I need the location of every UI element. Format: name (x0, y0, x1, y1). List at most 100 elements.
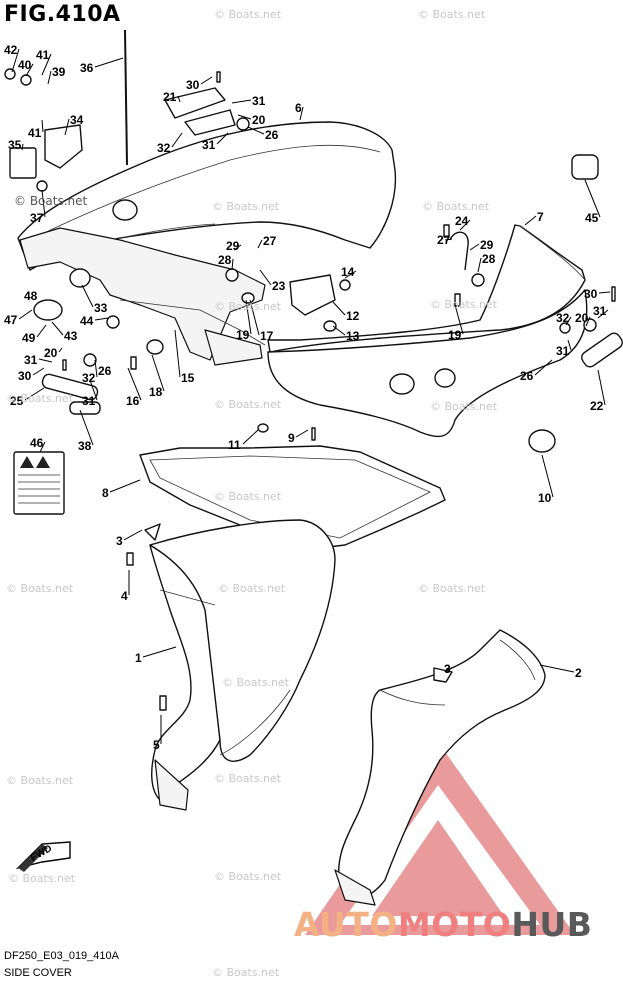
callout-39: 39 (52, 65, 66, 79)
callout-29: 29 (226, 239, 240, 253)
leader-line-33 (81, 284, 94, 308)
callout-49: 49 (22, 331, 36, 345)
leader-line-10 (541, 454, 554, 498)
leader-line-2 (539, 664, 575, 673)
leader-line-40 (25, 63, 34, 77)
leader-line-41 (41, 119, 44, 133)
callout-19: 19 (448, 328, 462, 342)
drawing-subtitle: SIDE COVER (4, 967, 72, 979)
leader-line-31 (567, 339, 572, 351)
callout-10: 10 (538, 491, 552, 505)
leader-line-39 (47, 70, 52, 85)
callout-12: 12 (346, 309, 360, 323)
watermark-text: © Boats.net (8, 872, 76, 885)
part-38-pad (69, 401, 101, 415)
watermark-text: © Boats.net (6, 582, 74, 595)
callout-43: 43 (64, 329, 78, 343)
leader-line-18 (151, 354, 165, 392)
watermark-text: © Boats.net (430, 298, 498, 311)
callout-20: 20 (44, 346, 58, 360)
callout-9: 9 (288, 431, 295, 445)
callout-7: 7 (537, 210, 544, 224)
watermark-text: © Boats.net (214, 398, 282, 411)
callout-31: 31 (556, 344, 570, 358)
leader-line-41 (41, 53, 52, 76)
callout-36: 36 (80, 61, 94, 75)
callout-25: 25 (10, 394, 24, 408)
callout-16: 16 (126, 394, 140, 408)
callout-8: 8 (102, 486, 109, 500)
watermark-text: © Boats.net (422, 200, 490, 213)
leader-line-43 (51, 321, 64, 336)
callout-28: 28 (482, 252, 496, 266)
automotohub-logo: AUTOMOTOHUB (294, 905, 592, 944)
leader-line-26 (534, 359, 553, 376)
leader-line-34 (64, 118, 70, 136)
drawing-code: DF250_E03_019_410A (4, 950, 119, 962)
watermark-text: © Boats.net (222, 676, 290, 689)
callout-3: 3 (116, 534, 123, 548)
callout-31: 31 (593, 304, 607, 318)
watermark-text: © Boats.net (418, 8, 486, 21)
watermark-text: © Boats.net (212, 200, 280, 213)
callout-42: 42 (4, 43, 18, 57)
callout-37: 37 (30, 211, 44, 225)
callout-18: 18 (149, 385, 163, 399)
leader-line-31 (597, 309, 609, 319)
callout-44: 44 (80, 314, 94, 328)
fwd-arrow (15, 841, 71, 872)
leader-line-27 (257, 239, 263, 249)
callout-5: 5 (153, 738, 160, 752)
logo-part-auto: AUTO (294, 905, 398, 944)
callout-13: 13 (346, 329, 360, 343)
leader-line-7 (524, 215, 537, 226)
callout-4: 4 (121, 589, 128, 603)
watermark-text: © Boats.net (430, 400, 498, 413)
leader-line-28 (231, 258, 234, 271)
callout-48: 48 (24, 289, 38, 303)
callout-40: 40 (18, 58, 32, 72)
leader-line-25 (24, 387, 45, 401)
callout-47: 47 (4, 313, 18, 327)
part-34-bracket (44, 124, 83, 169)
part-25-pad (41, 373, 99, 401)
watermark-text: © Boats.net (14, 194, 88, 208)
callout-27: 27 (263, 234, 277, 248)
leader-line-8 (109, 479, 141, 493)
callout-46: 46 (30, 436, 44, 450)
callout-27: 27 (437, 233, 451, 247)
part-6-upper-cover (17, 121, 397, 271)
leader-line-31 (89, 379, 98, 401)
leader-line-3 (123, 529, 143, 541)
leader-line-29 (233, 244, 242, 251)
callout-28: 28 (218, 253, 232, 267)
callout-32: 32 (556, 311, 570, 325)
leader-line-28 (477, 257, 482, 273)
part-8-seal (139, 445, 446, 549)
callout-6: 6 (295, 101, 302, 115)
leader-line-30 (200, 76, 213, 85)
leader-line-31 (231, 99, 252, 104)
leader-line-42 (11, 48, 20, 73)
leader-line-32 (171, 132, 183, 148)
watermark-text: © Boats.net (218, 582, 286, 595)
callout-26: 26 (98, 364, 112, 378)
watermark-text: © Boats.net (6, 774, 74, 787)
callout-31: 31 (202, 138, 216, 152)
leader-line-20 (237, 114, 252, 120)
logo-part-hub: HUB (511, 905, 593, 944)
callout-22: 22 (590, 399, 604, 413)
leader-line-30 (598, 291, 611, 294)
leader-line-49 (36, 324, 47, 338)
leader-line-13 (332, 325, 346, 336)
callout-31: 31 (24, 353, 38, 367)
leader-line-44 (94, 317, 109, 321)
leader-line-20 (58, 347, 63, 353)
part-7-right-cover (267, 224, 586, 353)
leader-line-3 (445, 667, 453, 671)
watermark-text: © Boats.net (418, 582, 486, 595)
callout-2: 2 (575, 666, 582, 680)
part-24-hook (449, 231, 469, 271)
leader-line-22 (597, 369, 606, 406)
